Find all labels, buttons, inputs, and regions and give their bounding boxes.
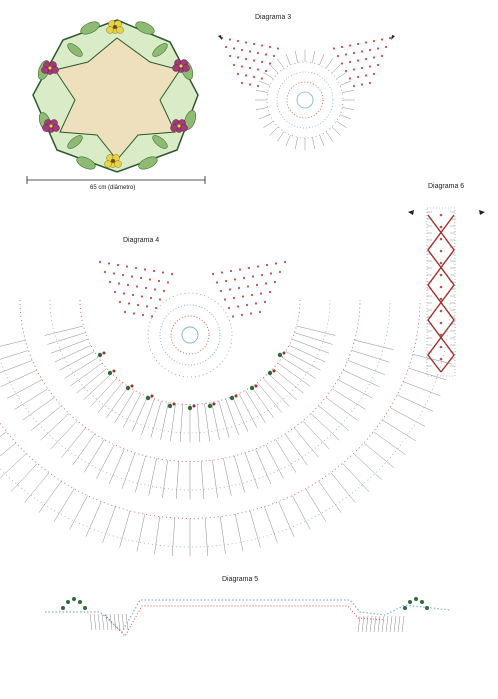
diameter-label: 65 cm (diâmetro) (90, 185, 136, 191)
diagram-3-rays (255, 50, 355, 150)
d6-right-arrow-icon (479, 210, 485, 215)
d6-left-arrow-icon (408, 210, 414, 215)
dimension-line (26, 176, 206, 184)
flower-yellow-bottom (104, 154, 122, 168)
diagram-3-title: Diagrama 3 (255, 14, 292, 21)
right-flower-cluster (403, 597, 429, 610)
doily-shape (32, 19, 199, 173)
end-arrow-icon (391, 35, 395, 40)
left-flower-cluster (61, 597, 87, 610)
flower-pink-group (41, 59, 190, 133)
diagram-3-motif (266, 61, 344, 139)
diagram-4-title: Diagrama 4 (123, 237, 160, 244)
diagram-3-chart (218, 35, 395, 150)
start-arrow-icon (218, 35, 222, 40)
diagram-5-title: Diagrama 5 (222, 576, 259, 583)
diagram-6-title: Diagrama 6 (428, 183, 465, 190)
flower-yellow-top (106, 20, 124, 34)
diagram-3-wings (220, 36, 392, 88)
diagram-5-chart (45, 597, 451, 637)
diagram-6-chart (408, 207, 485, 377)
diagram-4-motif (147, 292, 233, 378)
diagram-4-chart (0, 260, 452, 557)
leaf-decorations (37, 21, 197, 170)
